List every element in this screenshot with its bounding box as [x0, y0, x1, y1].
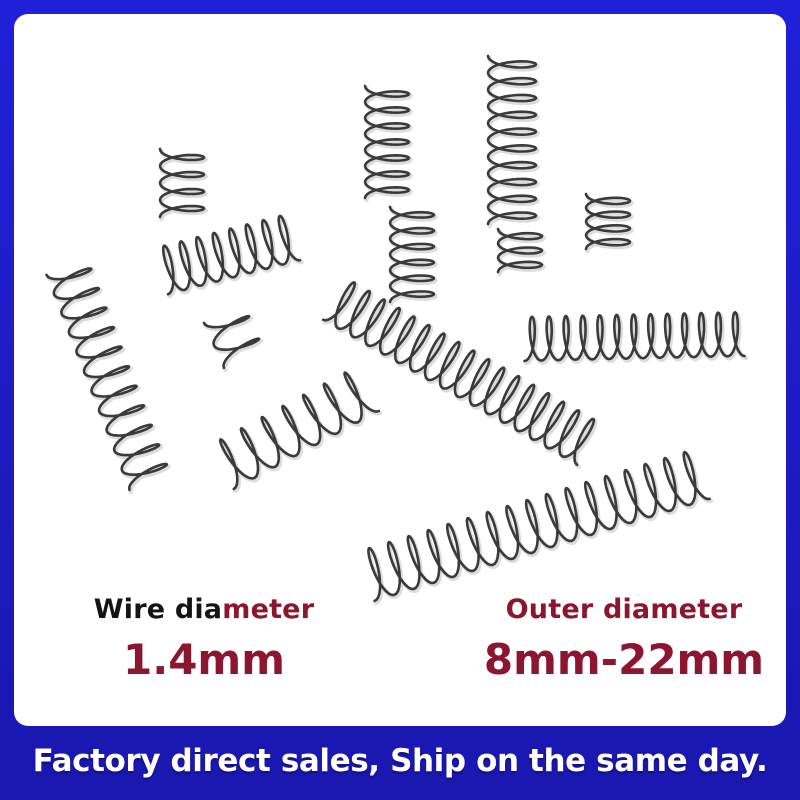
coil-spring: [158, 147, 209, 222]
outer-diameter-spec: Outer diameter 8mm-22mm: [464, 594, 784, 684]
coil-spring: [363, 84, 414, 203]
outer-diameter-label: Outer diameter: [505, 594, 743, 625]
promo-banner-text: Factory direct sales, Ship on the same d…: [32, 743, 768, 779]
coil-spring: [161, 214, 304, 299]
coil-spring: [523, 310, 749, 366]
coil-spring: [388, 205, 439, 307]
wire-diameter-label: Wire diameter: [54, 594, 354, 625]
wire-diameter-label-red: meter: [222, 594, 315, 625]
wire-diameter-value: 1.4mm: [123, 635, 285, 684]
coil-spring: [496, 227, 547, 277]
wire-diameter-label-dark: Wire dia: [93, 594, 223, 625]
coil-spring: [45, 267, 171, 494]
wire-diameter-spec: Wire diameter 1.4mm: [54, 594, 354, 684]
coil-spring: [321, 281, 598, 469]
coil-spring: [486, 54, 541, 229]
coil-spring: [202, 314, 264, 372]
coil-spring: [584, 192, 635, 254]
coil-spring: [218, 371, 383, 494]
outer-diameter-value: 8mm-22mm: [483, 635, 765, 684]
product-photo-panel: Wire diameter 1.4mm Outer diameter 8mm-2…: [14, 14, 786, 726]
coil-spring: [367, 450, 714, 605]
springs-illustration: [45, 54, 749, 605]
